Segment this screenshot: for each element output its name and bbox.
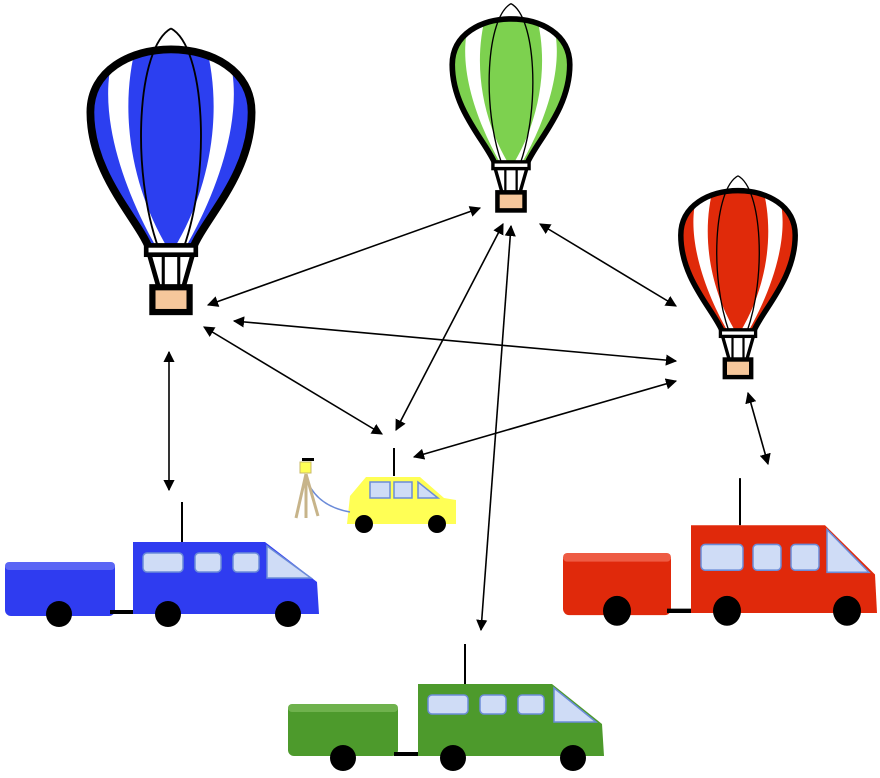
link-red-van <box>745 391 771 466</box>
car-yellow <box>294 448 456 533</box>
link-green-car <box>395 223 504 431</box>
balloon-blue <box>86 27 256 316</box>
balloon-red <box>678 175 798 380</box>
link-blue-red <box>232 316 678 366</box>
hot-air-balloon-icon <box>678 175 798 380</box>
tripod-icon <box>294 458 351 519</box>
links-layer <box>163 206 771 632</box>
link-red-car <box>412 378 678 460</box>
van-red <box>563 478 877 626</box>
link-blue-green <box>206 206 482 307</box>
balloon-green <box>449 3 573 213</box>
link-green-red <box>539 223 677 307</box>
van-with-trailer-icon <box>5 502 319 627</box>
van-with-trailer-icon <box>563 478 877 626</box>
hot-air-balloon-icon <box>86 27 256 316</box>
link-blue-car <box>203 326 383 435</box>
hot-air-balloon-icon <box>449 3 573 213</box>
van-green <box>288 644 604 771</box>
car-with-tripod-icon <box>294 448 456 533</box>
link-green-van <box>476 224 516 632</box>
van-with-trailer-icon <box>288 644 604 771</box>
van-blue <box>5 502 319 627</box>
